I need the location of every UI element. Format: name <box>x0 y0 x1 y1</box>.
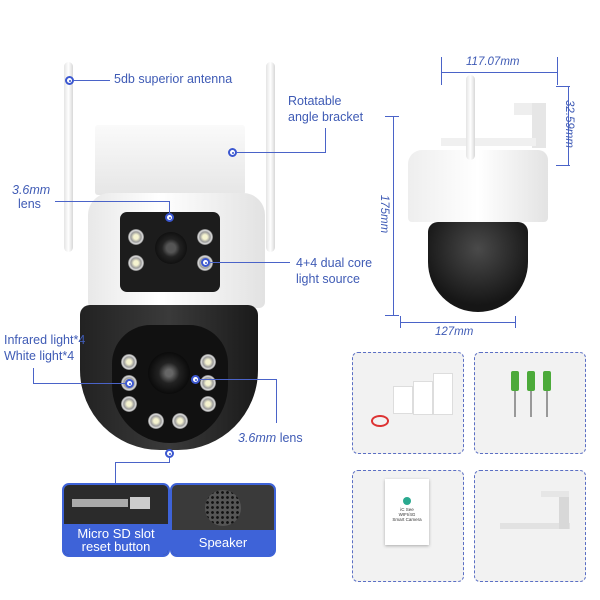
bottom-lens-word: lens <box>279 431 303 445</box>
sd-caption-line2: reset button <box>81 539 151 554</box>
manual-logo-icon <box>403 497 411 505</box>
light-label-line2: light source <box>296 272 360 286</box>
speaker-grille-icon <box>205 490 241 526</box>
bracket-marker-icon <box>228 148 237 157</box>
manual-line1: WIFI/4G <box>398 512 416 517</box>
dimension-bracket-depth: 32.59mm <box>562 100 575 148</box>
top-lens-word: lens <box>18 197 41 211</box>
dimension-height: 175mm <box>378 194 391 234</box>
infrared-label: Infrared light*4 <box>4 333 86 347</box>
accessory-bracket <box>474 470 586 582</box>
dimension-width-top: 117.07mm <box>466 56 520 68</box>
antenna-label: 5db superior antenna <box>114 72 233 86</box>
dimension-width-bottom: 127mm <box>435 326 474 338</box>
top-lens-size: 3.6mm <box>12 183 51 197</box>
manual-line2: Smart Camera <box>392 517 422 522</box>
light-label-line1: 4+4 dual core <box>296 256 373 270</box>
white-light-label: White light*4 <box>4 349 75 363</box>
accessory-manual: iC See WIFI/4G Smart Camera <box>352 470 464 582</box>
manual-booklet: iC See WIFI/4G Smart Camera <box>385 479 429 545</box>
bracket-label-line2: angle bracket <box>288 110 364 124</box>
speaker-caption: Speaker <box>172 530 274 555</box>
bracket-label-line1: Rotatable <box>288 94 342 108</box>
accessory-screws-anchors <box>352 352 464 454</box>
infrared-marker-icon <box>125 379 134 388</box>
light-marker-icon <box>201 258 210 267</box>
bottom-lens-label: 3.6mm lens <box>238 431 303 446</box>
speaker-inset: Speaker <box>170 483 276 557</box>
bottom-lens-size: 3.6mm <box>238 431 277 445</box>
top-lens-marker-icon <box>165 213 174 222</box>
accessory-wall-plugs <box>474 352 586 454</box>
bottom-marker-icon <box>165 449 174 458</box>
sd-caption-line1: Micro SD slot <box>77 526 155 541</box>
bottom-lens-marker-icon <box>191 375 200 384</box>
antenna-marker-icon <box>65 76 74 85</box>
manual-brand: iC See <box>400 507 414 512</box>
